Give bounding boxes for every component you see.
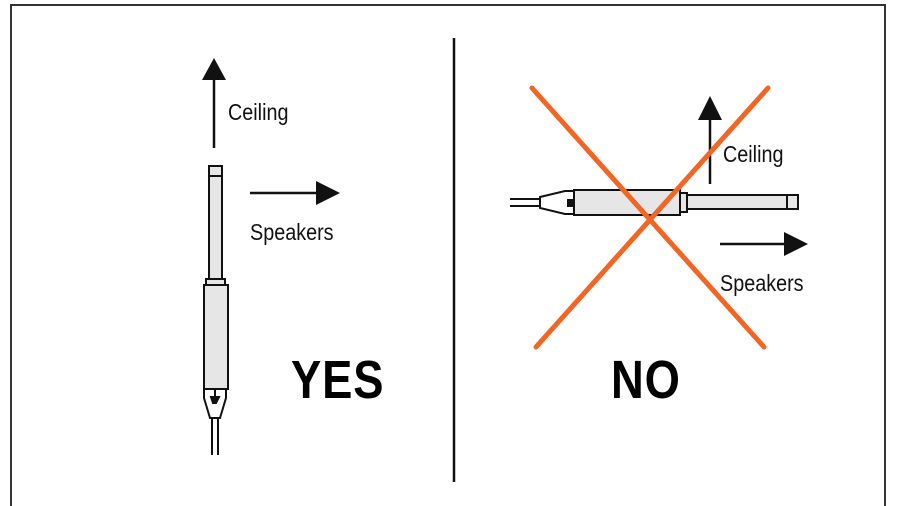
probe-horizontal-icon [510,189,799,216]
no-verdict: NO [611,350,681,410]
yes-verdict: YES [291,350,385,410]
left-speakers-label: Speakers [250,219,334,245]
right-speakers-arrow-icon [720,232,808,256]
right-speakers-label: Speakers [720,270,804,296]
left-ceiling-arrow-icon [202,58,226,148]
right-ceiling-label: Ceiling [723,141,784,167]
probe-vertical-icon [203,165,229,455]
diagram-frame [10,4,886,506]
cross-out-icon [529,85,771,350]
left-ceiling-label: Ceiling [228,99,289,125]
left-speakers-arrow-icon [250,181,340,205]
